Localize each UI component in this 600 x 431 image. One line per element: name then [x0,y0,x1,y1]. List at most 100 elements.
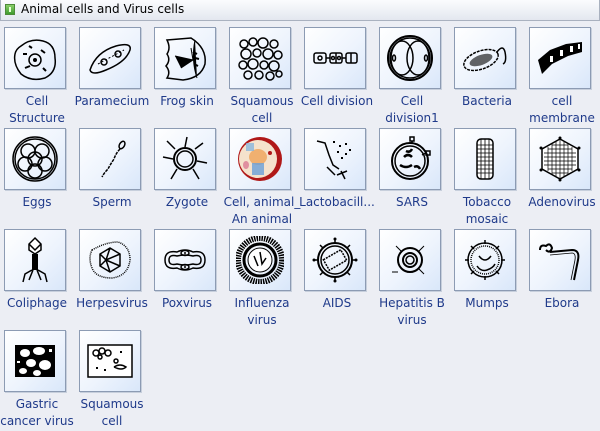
poxvirus-icon [164,249,206,271]
shape-label: Poxvirus [161,296,213,310]
shape-thumbnail[interactable] [79,229,141,291]
paramecium-icon [89,43,131,74]
shape-thumbnail[interactable] [454,128,516,190]
shape-item-mumps[interactable]: Mumps [450,229,525,330]
shape-thumbnail[interactable] [379,27,441,89]
shape-item-gastric-cancer-virus[interactable]: Gastric cancer virus [0,330,75,431]
shape-thumbnail[interactable] [454,27,516,89]
shape-item-lactobacillus[interactable]: Lactobacill... [299,128,375,229]
shape-thumbnail[interactable] [379,128,441,190]
shape-item-ebora[interactable]: Ebora [525,229,600,330]
shape-thumbnail[interactable] [154,128,216,190]
shape-label: Adenovirus [528,195,596,209]
shape-item-zygote[interactable]: Zygote [150,128,225,229]
shape-label: AIDS [322,296,352,310]
cell-membrane-icon [538,42,582,74]
shape-label: Squamous cell [230,94,294,125]
aids-icon [312,237,358,283]
shape-label: Hepatitis B virus [379,296,445,327]
bacteria-icon [463,47,507,72]
shape-label: Coliphage [7,296,67,310]
lactobacillus-icon [316,140,351,180]
shape-thumbnail[interactable] [4,27,66,89]
shape-item-cell-division[interactable]: Cell division [300,27,375,128]
shape-thumbnail[interactable] [4,128,66,190]
shape-item-animal-cell[interactable]: Cell, animal_ An animal [223,128,301,229]
shape-thumbnail[interactable] [304,229,366,291]
zygote-icon [162,136,208,180]
shape-label: cell membrane [529,94,595,125]
shape-item-herpesvirus[interactable]: Herpesvirus [75,229,150,330]
shape-item-paramecium[interactable]: Paramecium [75,27,150,128]
shape-label: Sperm [92,195,132,209]
shape-label: Ebora [544,296,580,310]
shape-thumbnail[interactable] [229,27,291,89]
library-icon [5,4,15,15]
shape-thumbnail[interactable] [229,128,291,190]
shape-thumbnail[interactable] [529,27,591,89]
shape-thumbnail[interactable] [4,229,66,291]
gastric-cancer-virus-icon [15,345,55,377]
shape-thumbnail[interactable] [79,27,141,89]
shape-thumbnail[interactable] [154,27,216,89]
shape-thumbnail[interactable] [529,229,591,291]
shape-item-frog-skin[interactable]: Frog skin [150,27,225,128]
shape-item-sperm[interactable]: Sperm [75,128,150,229]
shape-item-bacteria[interactable]: Bacteria [450,27,525,128]
shape-item-sars[interactable]: SARS [375,128,450,229]
sars-icon [391,136,431,180]
shape-item-coliphage[interactable]: Coliphage [0,229,75,330]
shape-thumbnail[interactable] [79,128,141,190]
squamous-cell-2-icon [87,344,133,378]
shape-item-hepatitis-b-virus[interactable]: Hepatitis B virus [375,229,450,330]
shape-item-tobacco-mosaic[interactable]: Tobacco mosaic [450,128,525,229]
shape-thumbnail[interactable] [454,229,516,291]
shape-item-poxvirus[interactable]: Poxvirus [150,229,225,330]
ebora-icon [539,243,580,281]
shape-item-squamous-cell[interactable]: Squamous cell [225,27,300,128]
shape-item-influenza-virus[interactable]: Influenza virus [225,229,300,330]
shape-label: Squamous cell [80,397,144,428]
cell-division-icon [313,52,358,64]
shape-label: Tobacco mosaic [462,195,512,226]
shape-label: Cell, animal_ An animal [223,195,301,226]
shape-label: Eggs [22,195,52,209]
shape-thumbnail[interactable] [304,128,366,190]
shape-label: Bacteria [462,94,512,108]
shape-label: Zygote [165,195,209,209]
shape-thumbnail[interactable] [229,229,291,291]
shape-label: Mumps [465,296,509,310]
shape-item-adenovirus[interactable]: Adenovirus [525,128,600,229]
shape-item-cell-structure[interactable]: Cell Structure [0,27,75,128]
shape-thumbnail[interactable] [304,27,366,89]
shape-item-squamous-cell-2[interactable]: Squamous cell [75,330,150,431]
shape-thumbnail[interactable] [379,229,441,291]
shape-thumbnail[interactable] [79,330,141,392]
shape-item-cell-division1[interactable]: Cell division1 [375,27,450,128]
squamous-cell-icon [238,37,283,81]
shape-label: Herpesvirus [76,296,148,310]
animal-cell-icon [238,137,282,181]
shape-label: Paramecium [74,94,150,108]
coliphage-icon [22,236,48,283]
shape-label: Gastric cancer virus [0,397,74,428]
shape-label: Cell division [300,94,374,108]
tobacco-mosaic-icon [476,138,494,180]
shape-label: SARS [395,195,428,209]
shape-thumbnail[interactable] [4,330,66,392]
shape-label: Cell Structure [9,94,65,125]
library-panel-header[interactable]: Animal cells and Virus cells [0,0,600,21]
herpesvirus-icon [89,241,131,279]
shape-item-aids[interactable]: AIDS [300,229,375,330]
mumps-icon [465,240,505,280]
shape-item-eggs[interactable]: Eggs [0,128,75,229]
shape-thumbnail[interactable] [529,128,591,190]
hepatitis-b-virus-icon [392,245,425,275]
shape-thumbnail[interactable] [154,229,216,291]
frog-skin-icon [165,37,206,81]
shape-label: Frog skin [160,94,214,108]
influenza-virus-icon [236,236,284,284]
shape-label: Influenza virus [234,296,290,327]
shape-item-cell-membrane[interactable]: cell membrane [525,27,600,128]
shape-label: Cell division1 [385,94,439,125]
